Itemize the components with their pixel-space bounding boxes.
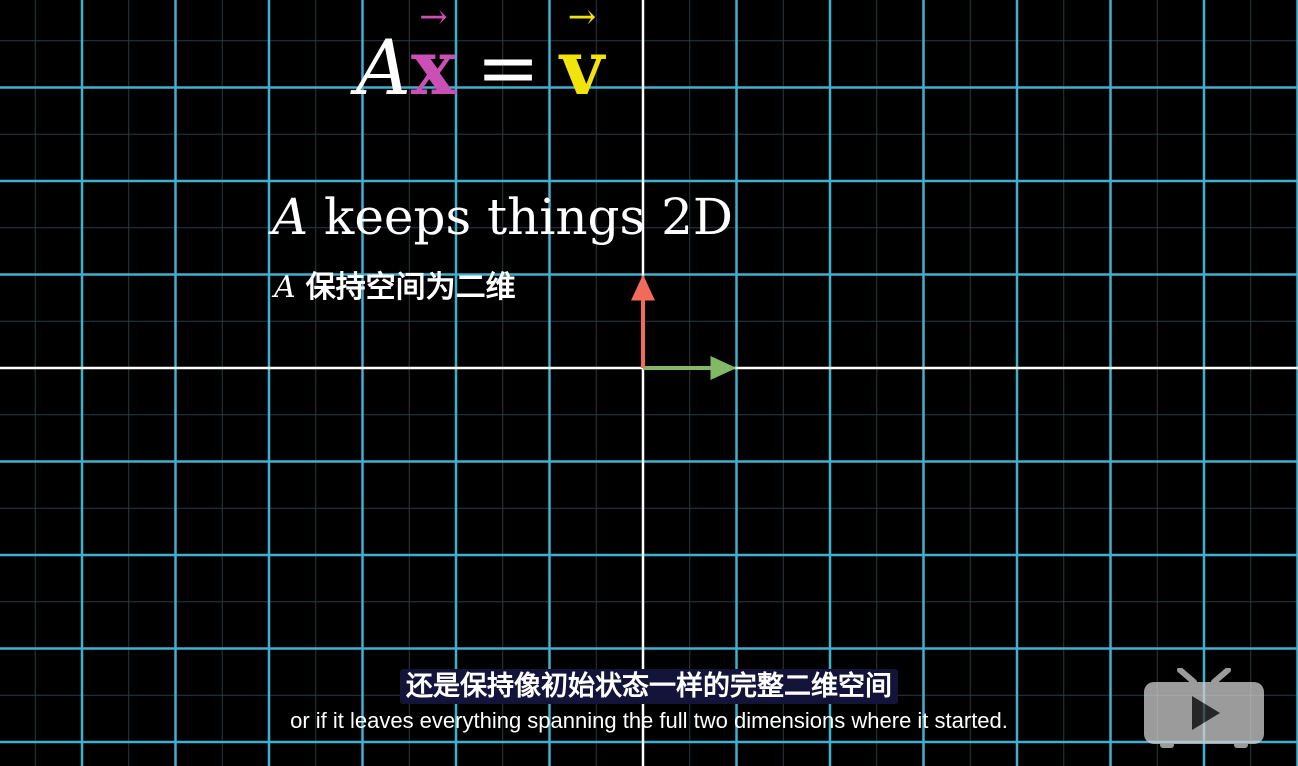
caption-english-symbol: A: [272, 188, 309, 246]
j-hat-arrowhead: [631, 274, 655, 301]
vector-arrow-icon: →: [567, 0, 597, 37]
caption-chinese: A 保持空间为二维: [274, 262, 516, 306]
matrix-a-symbol: A: [356, 23, 411, 112]
vector-x-letter: x: [410, 23, 457, 112]
caption-chinese-text: 保持空间为二维: [305, 270, 516, 305]
caption-english-text: keeps things 2D: [324, 188, 733, 246]
vector-arrow-icon: →: [419, 0, 448, 37]
bilibili-tv-play-icon: [1144, 668, 1264, 748]
i-hat-arrowhead: [710, 356, 737, 380]
subtitle-chinese-text: 还是保持像初始状态一样的完整二维空间: [400, 669, 898, 704]
subtitle-english: or if it leaves everything spanning the …: [290, 708, 1008, 733]
caption-chinese-symbol: A: [274, 270, 296, 305]
equals-sign: =: [476, 23, 540, 112]
caption-english: A keeps things 2D: [272, 188, 733, 246]
vector-v-symbol: →v: [560, 0, 604, 106]
equation-ax-equals-v: A→x=→v: [356, 0, 604, 106]
vector-v-letter: v: [559, 23, 605, 112]
vector-x-symbol: →x: [411, 0, 456, 106]
subtitle-chinese: 还是保持像初始状态一样的完整二维空间: [0, 664, 1298, 704]
